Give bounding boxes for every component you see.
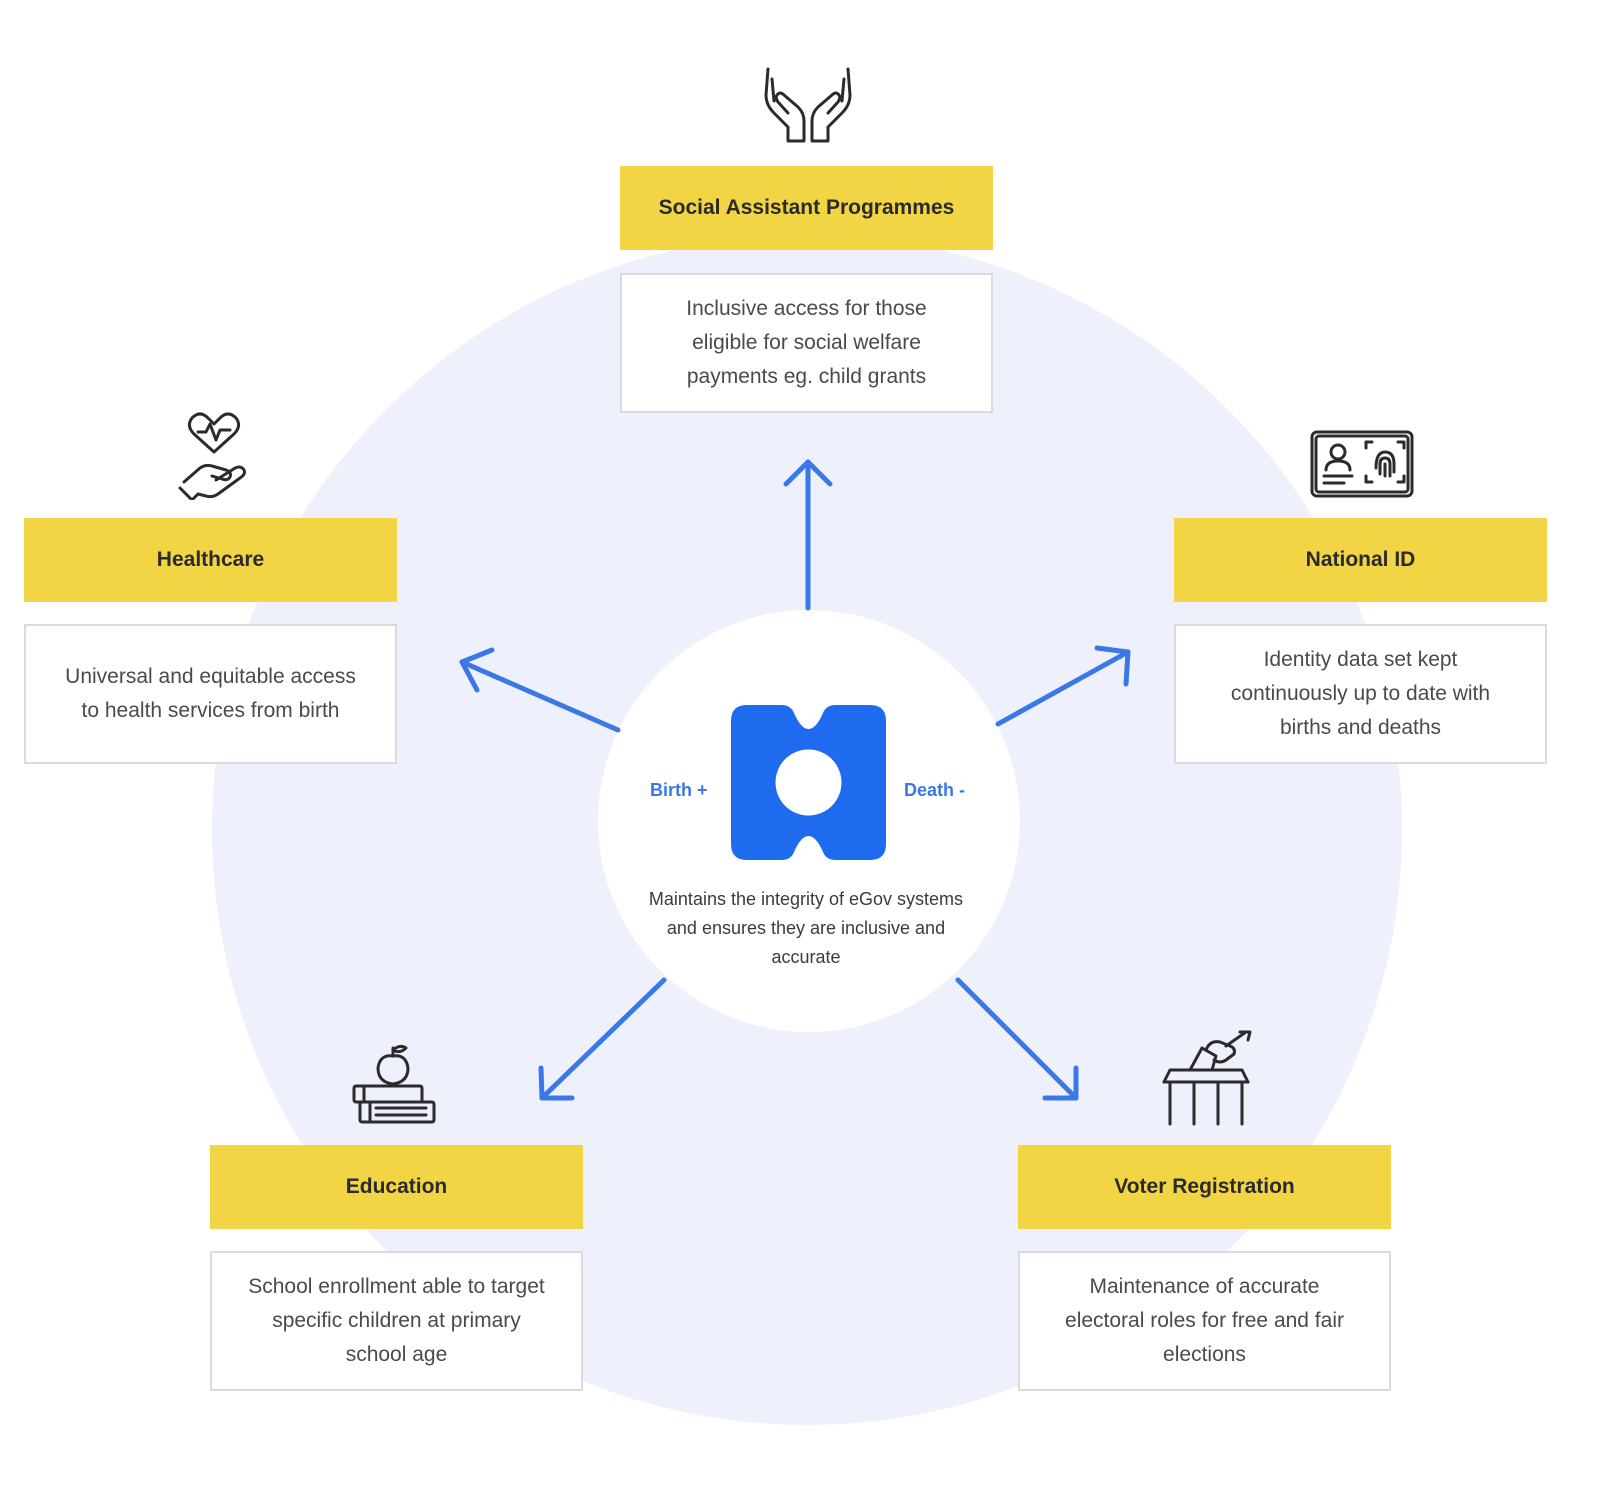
voter-title: Voter Registration	[1018, 1145, 1391, 1229]
social-title: Social Assistant Programmes	[620, 166, 993, 250]
birth-label: Birth +	[650, 780, 708, 800]
education-title: Education	[210, 1145, 583, 1229]
open-hands-icon	[764, 67, 852, 143]
healthcare-description: Universal and equitable access to health…	[24, 624, 397, 764]
arrow-to-national-id	[995, 645, 1131, 727]
id-card-fingerprint-icon	[1310, 430, 1414, 498]
heart-in-hand-icon	[178, 412, 246, 500]
arrow-to-education	[538, 977, 667, 1101]
ballot-box-icon	[1162, 1030, 1252, 1126]
voter-description: Maintenance of accurate electoral roles …	[1018, 1251, 1391, 1391]
national-id-description: Identity data set kept continuously up t…	[1174, 624, 1547, 764]
egov-hub-logo-icon	[731, 705, 886, 860]
arrow-to-healthcare	[459, 647, 621, 733]
healthcare-title: Healthcare	[24, 518, 397, 602]
national-id-title: National ID	[1174, 518, 1547, 602]
arrow-to-voter	[955, 977, 1079, 1101]
social-description: Inclusive access for those eligible for …	[620, 273, 993, 413]
books-apple-icon	[352, 1044, 436, 1124]
death-label: Death -	[904, 780, 966, 800]
arrow-to-social	[783, 459, 833, 611]
education-description: School enrollment able to target specifi…	[210, 1251, 583, 1391]
hub-description: Maintains the integrity of eGov systems …	[648, 889, 964, 967]
